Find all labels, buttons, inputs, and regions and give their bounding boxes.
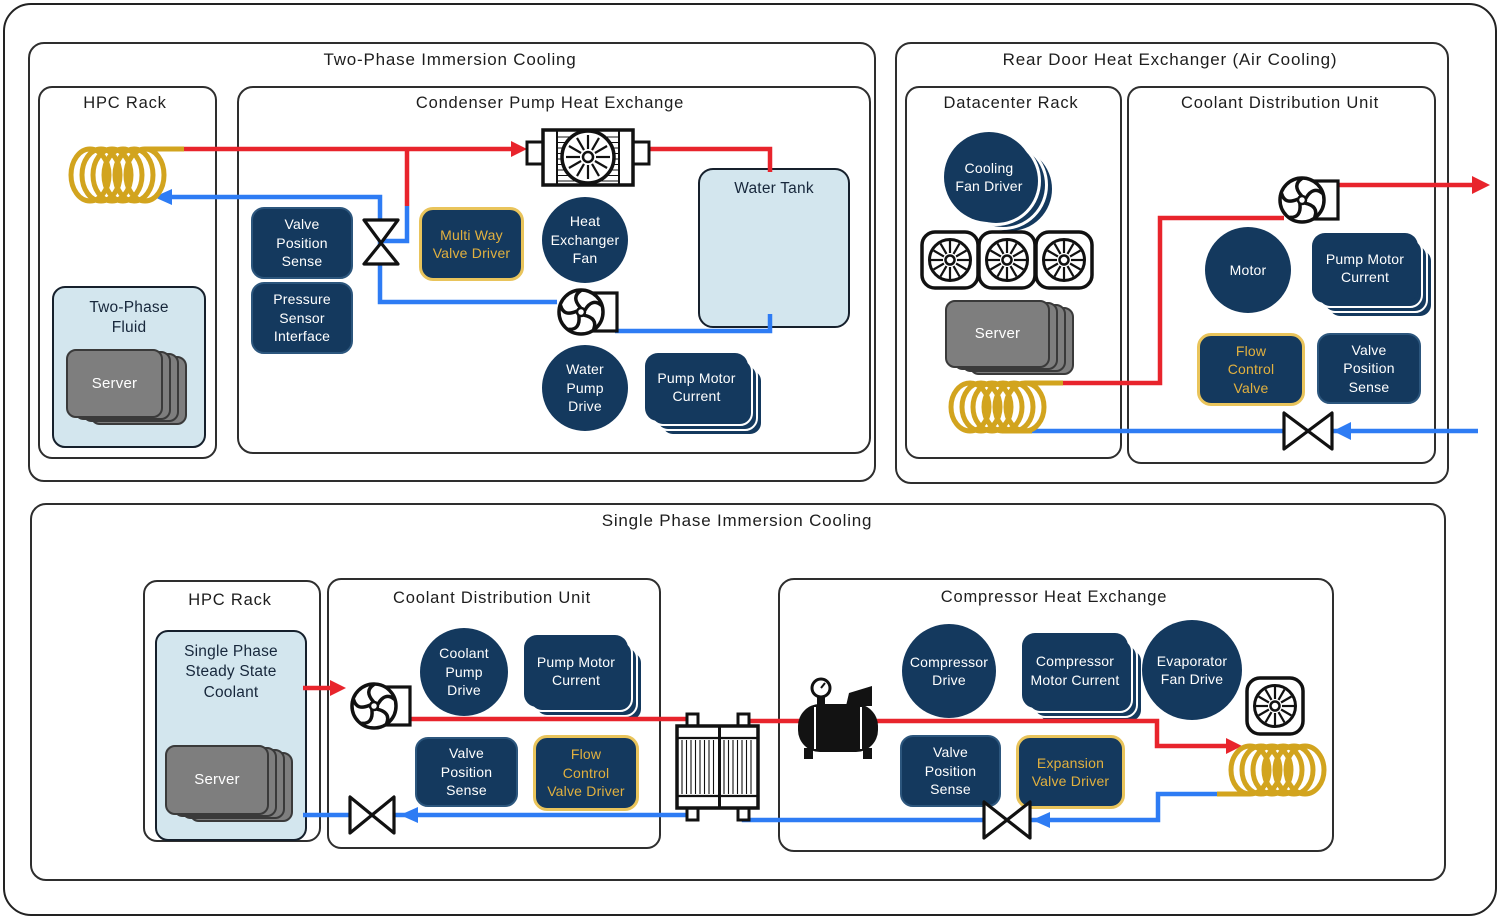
- evaporator-fan-drive-node: Evaporator Fan Drive: [1142, 620, 1242, 720]
- section-rear-door-heat-exchanger: [895, 42, 1449, 484]
- water-tank-label: Water Tank: [734, 180, 814, 197]
- single-phase-coolant-label: Single Phase Steady State Coolant: [184, 643, 278, 701]
- expansion-valve-driver-box: Expansion Valve Driver: [1016, 735, 1125, 809]
- title-cdu-rear-door: Coolant Distribution Unit: [1181, 94, 1379, 112]
- title-two-phase-immersion: Two-Phase Immersion Cooling: [323, 50, 577, 69]
- pressure-sensor-interface-box: Pressure Sensor Interface: [251, 282, 353, 354]
- compressor-motor-current-box: Compressor Motor Current: [1022, 633, 1143, 723]
- title-condenser-pump-heat-exchange: Condenser Pump Heat Exchange: [415, 94, 685, 112]
- server-stack-two-phase: Server: [66, 349, 187, 425]
- valve-position-sense-box: Valve Position Sense: [900, 735, 1001, 807]
- motor-node: Motor: [1205, 227, 1291, 313]
- valve-position-sense-box: Valve Position Sense: [415, 737, 518, 807]
- server-label: Server: [974, 325, 1021, 343]
- multi-way-valve-driver-box: Multi Way Valve Driver: [419, 207, 524, 281]
- pump-motor-current-box-rear-door: Pump Motor Current: [1312, 233, 1433, 318]
- box-hpc-rack-bottom: [143, 580, 321, 842]
- box-compressor-heat-exchange: [778, 578, 1334, 852]
- server-stack-datacenter: Server: [945, 300, 1074, 375]
- server-stack-single-phase: Server: [165, 745, 293, 822]
- box-cdu-single-phase: [327, 578, 661, 849]
- title-hpc-rack-top: HPC Rack: [83, 94, 167, 112]
- two-phase-fluid-label: Two-Phase Fluid: [89, 299, 169, 337]
- cooling-fan-driver-node: Cooling Fan Driver: [944, 132, 1055, 234]
- title-datacenter-rack: Datacenter Rack: [943, 94, 1079, 112]
- server-label: Server: [91, 374, 138, 392]
- title-hpc-rack-bottom: HPC Rack: [188, 591, 272, 609]
- pump-motor-current-box-two-phase: Pump Motor Current: [645, 353, 763, 436]
- section-two-phase-immersion: [28, 42, 876, 482]
- coolant-pump-drive-node: Coolant Pump Drive: [420, 628, 508, 716]
- diagram-outer-frame: [3, 3, 1497, 916]
- title-rear-door-heat-exchanger: Rear Door Heat Exchanger (Air Cooling): [1002, 50, 1338, 69]
- water-pump-drive-node: Water Pump Drive: [542, 345, 628, 431]
- flow-control-valve-box: Flow Control Valve: [1197, 333, 1305, 406]
- valve-position-sense-box: Valve Position Sense: [1317, 333, 1421, 404]
- compressor-drive-node: Compressor Drive: [902, 624, 996, 718]
- flow-control-valve-driver-box: Flow Control Valve Driver: [533, 735, 639, 811]
- valve-position-sense-box: Valve Position Sense: [251, 207, 353, 279]
- title-compressor-heat-exchange: Compressor Heat Exchange: [940, 588, 1168, 606]
- water-tank: Water Tank: [698, 168, 850, 328]
- heat-exchanger-fan-node: Heat Exchanger Fan: [542, 197, 628, 283]
- title-single-phase-immersion: Single Phase Immersion Cooling: [601, 511, 873, 530]
- server-label: Server: [194, 771, 240, 789]
- title-cdu-single-phase: Coolant Distribution Unit: [393, 589, 591, 607]
- pump-motor-current-box-single-phase: Pump Motor Current: [524, 635, 643, 722]
- section-single-phase-immersion: [30, 503, 1446, 881]
